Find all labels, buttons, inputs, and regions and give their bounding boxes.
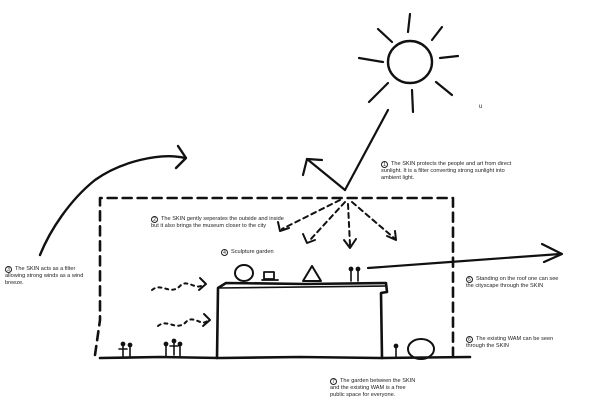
sun-ray-arrow xyxy=(343,108,390,192)
reflection-arrow xyxy=(301,157,347,192)
sculpture-bench xyxy=(261,271,279,281)
diffused-light-arrows xyxy=(281,199,395,246)
sculpture-cone xyxy=(302,265,322,282)
view-arrow xyxy=(366,242,564,270)
sculpture-ball xyxy=(234,264,254,282)
sun-icon xyxy=(357,12,460,114)
people-figures xyxy=(118,266,399,358)
stray-mark: u xyxy=(479,104,483,110)
building xyxy=(215,281,389,360)
breeze-arrows xyxy=(151,282,209,327)
skin-outline xyxy=(93,196,455,357)
existing-wam-blob xyxy=(407,338,435,360)
wind-arrow xyxy=(38,144,188,257)
ground-line xyxy=(98,355,472,360)
